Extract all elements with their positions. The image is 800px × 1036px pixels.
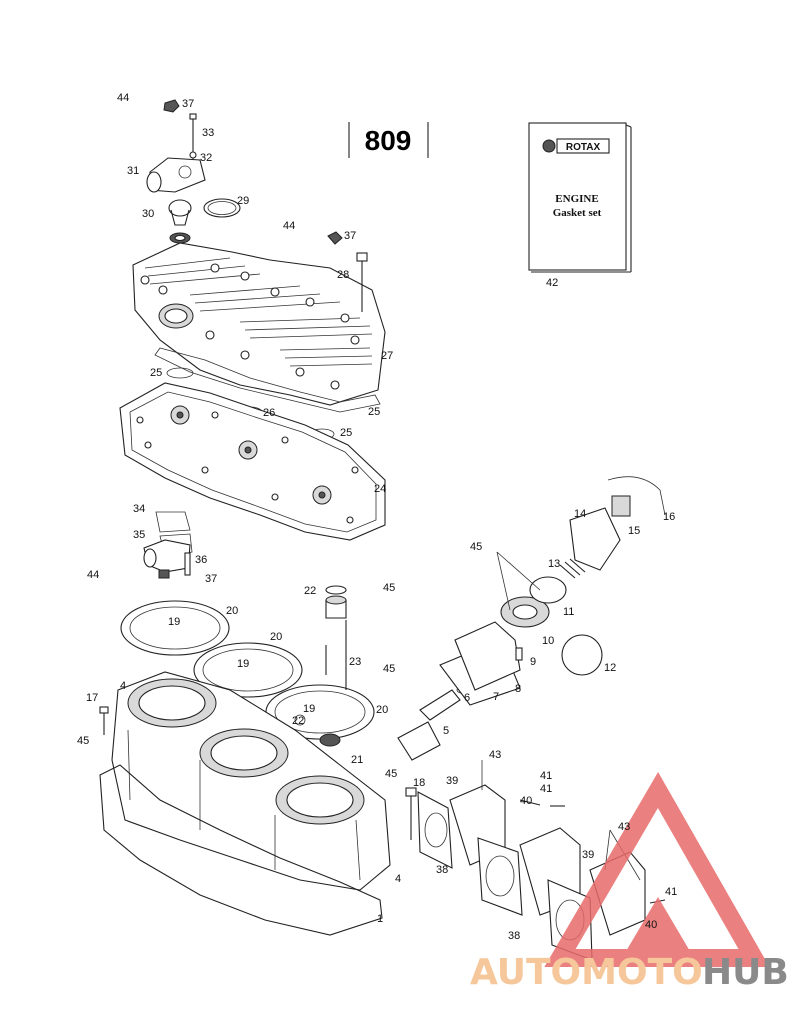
part-callout: 19 (168, 616, 180, 628)
part-callout: 14 (574, 508, 586, 520)
part-callout: 38 (508, 930, 520, 942)
model-code-box: 809 (348, 122, 429, 158)
part-callout: 31 (127, 165, 139, 177)
part-callout: 39 (582, 849, 594, 861)
part-callout: 1 (377, 913, 383, 925)
booklet-brand: ROTAX (566, 142, 601, 153)
rotax-logo: ROTAX (542, 138, 610, 154)
part-callout: 44 (87, 569, 99, 581)
part-callout: 41 (665, 886, 677, 898)
part-callout: 15 (628, 525, 640, 537)
thermostat-assembly (146, 99, 241, 244)
part-callout: 22 (304, 585, 316, 597)
part-callout: 40 (520, 795, 532, 807)
part-callout: 27 (381, 350, 393, 362)
part-callout: 42 (546, 277, 558, 289)
intake-assembly (397, 476, 666, 761)
part-callout: 6 (464, 692, 470, 704)
part-callout: 41 (540, 770, 552, 782)
part-callout: 21 (351, 754, 363, 766)
crankcase-gasket (99, 764, 383, 936)
part-callout: 44 (283, 220, 295, 232)
water-tube (325, 585, 347, 690)
part-callout: 16 (663, 511, 675, 523)
part-callout: 8 (515, 683, 521, 695)
part-callout: 45 (383, 663, 395, 675)
part-callout: 43 (618, 821, 630, 833)
booklet-title-line1: ENGINE (555, 193, 598, 205)
part-callout: 44 (117, 92, 129, 104)
part-callout: 17 (86, 692, 98, 704)
studs (99, 706, 417, 840)
part-callout: 45 (385, 768, 397, 780)
part-callout: 25 (340, 427, 352, 439)
part-callout: 20 (270, 631, 282, 643)
part-callout: 11 (563, 606, 574, 618)
part-callout: 38 (436, 864, 448, 876)
leader-lines (481, 551, 641, 881)
thermostat (168, 199, 192, 244)
gasket-set-booklet: ROTAX ENGINE Gasket set (528, 122, 632, 273)
watermark-text: AUTOMOTO HUB (470, 952, 789, 993)
part-callout: 37 (344, 230, 356, 242)
part-callout: 24 (374, 483, 386, 495)
part-callout: 23 (349, 656, 361, 668)
part-callout: 20 (376, 704, 388, 716)
part-callout: 41 (540, 783, 552, 795)
part-callout: 10 (542, 635, 554, 647)
model-code: 809 (365, 125, 412, 156)
cylinder-block (111, 671, 391, 891)
cylinder-head (119, 382, 386, 541)
part-callout: 7 (493, 691, 499, 703)
part-callout: 4 (120, 680, 126, 692)
part-callout: 36 (195, 554, 207, 566)
exhaust-flanges (417, 784, 666, 961)
part-callout: 25 (150, 367, 162, 379)
part-callout: 22 (292, 715, 304, 727)
part-callout: 40 (645, 919, 657, 931)
watermark-logo (544, 772, 770, 967)
part-callout: 25 (368, 406, 380, 418)
booklet-title-line2: Gasket set (553, 207, 602, 219)
part-callout: 18 (413, 777, 425, 789)
part-callout: 37 (182, 98, 194, 110)
part-callout: 45 (77, 735, 89, 747)
part-callout: 26 (263, 407, 275, 419)
part-callout: 37 (205, 573, 217, 585)
part-callout: 9 (530, 656, 536, 668)
part-callout: 33 (202, 127, 214, 139)
part-callout: 39 (446, 775, 458, 787)
cylinder-head-cover (132, 231, 386, 406)
part-callout: 34 (133, 503, 145, 515)
part-callout: 19 (237, 658, 249, 670)
part-callout: 12 (604, 662, 616, 674)
watermark-part1: AUTOMOTO (470, 952, 703, 993)
part-callout: 20 (226, 605, 238, 617)
part-callout: 32 (200, 152, 212, 164)
part-callout: 28 (337, 269, 349, 281)
part-callout: 19 (303, 703, 315, 715)
part-callout: 5 (443, 725, 449, 737)
part-callout: 35 (133, 529, 145, 541)
water-outlet-elbow (143, 511, 193, 579)
part-callout: 45 (383, 582, 395, 594)
part-callout: 45 (470, 541, 482, 553)
part-callout: 43 (489, 749, 501, 761)
part-callout: 4 (395, 873, 401, 885)
part-callout: 30 (142, 208, 154, 220)
watermark-part2: HUB (702, 952, 789, 993)
part-callout: 29 (237, 195, 249, 207)
part-callout: 13 (548, 558, 560, 570)
